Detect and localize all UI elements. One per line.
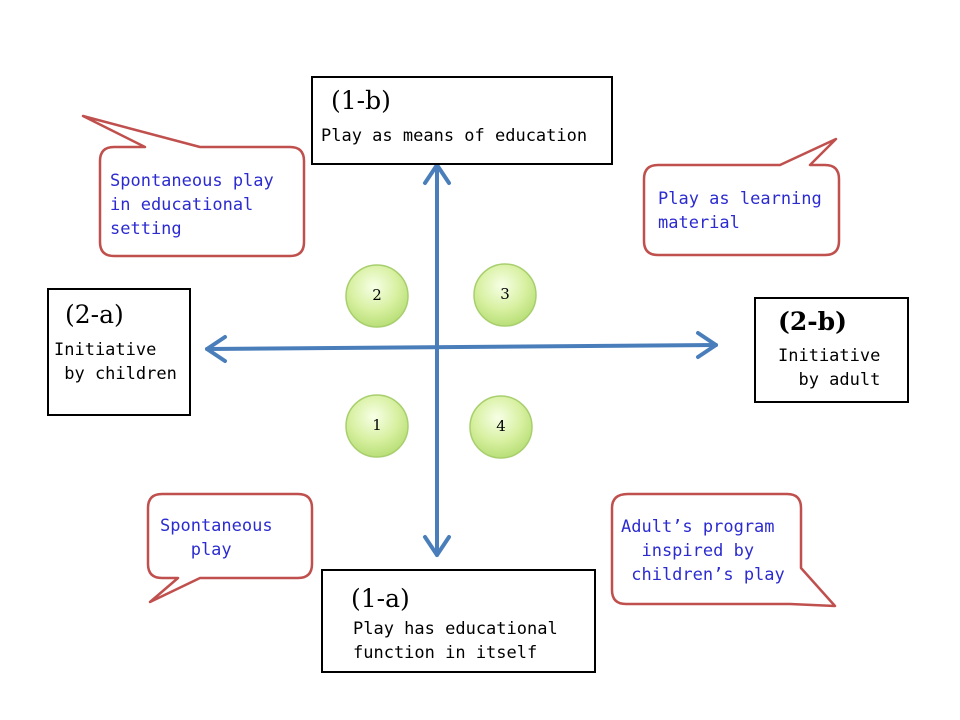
right-axis-text-line-2: by adult	[778, 370, 881, 390]
bubble-top-left-line-1: Spontaneous play	[110, 171, 274, 191]
bubble-top-left-line-3: setting	[110, 219, 182, 239]
bubble-bottom-right-shape	[610, 492, 837, 608]
quadrant-circle-4	[469, 395, 533, 459]
bubble-top-left-shape	[81, 114, 306, 258]
quadrant-label-3: 3	[500, 285, 510, 303]
right-axis-code: (2-b)	[778, 307, 847, 336]
arrow-head-left	[205, 335, 227, 363]
left-axis-text-line-1: Initiative	[54, 340, 157, 360]
axis-arrows	[205, 163, 718, 557]
left-axis-code: (2-a)	[65, 300, 124, 329]
bubble-top-right-shape	[642, 137, 841, 257]
quadrant-circle-3	[473, 263, 537, 327]
quadrant-label-2: 2	[372, 286, 382, 304]
top-axis-box: (1-b) Play as means of education	[311, 76, 613, 165]
quadrant-label-1: 1	[372, 416, 382, 434]
bubble-bottom-left-shape	[146, 492, 314, 604]
bubble-bottom-left-line-1: Spontaneous	[160, 516, 273, 536]
left-axis-box: (2-a) Initiative by children	[47, 288, 191, 416]
bubble-bottom-left-line-2: play	[160, 540, 232, 560]
quadrant-circle-2	[345, 264, 409, 328]
horizontal-axis-line	[205, 343, 718, 351]
bubble-top-right-line-1: Play as learning	[658, 189, 822, 209]
bottom-axis-text-line-2: function in itself	[353, 643, 538, 663]
quadrant-label-4: 4	[496, 417, 506, 435]
left-axis-text-line-2: by children	[54, 364, 177, 384]
top-axis-code: (1-b)	[331, 86, 391, 115]
arrow-head-right	[696, 331, 718, 359]
bubble-bottom-right-line-3: children’s play	[621, 565, 785, 585]
top-axis-text: Play as means of education	[321, 126, 588, 146]
bubble-top-right-line-2: material	[658, 213, 740, 233]
bottom-axis-text-line-1: Play has educational	[353, 619, 558, 639]
bubble-bottom-right-line-2: inspired by	[621, 541, 755, 561]
right-axis-box: (2-b) Initiative by adult	[754, 297, 909, 403]
bottom-axis-code: (1-a)	[351, 584, 410, 613]
bubble-bottom-right-line-1: Adult’s program	[621, 517, 775, 537]
bottom-axis-box: (1-a) Play has educational function in i…	[321, 569, 596, 673]
right-axis-text-line-1: Initiative	[778, 346, 881, 366]
arrow-head-up	[423, 163, 451, 185]
arrow-head-down	[423, 535, 451, 557]
bubble-top-left-line-2: in educational	[110, 195, 254, 215]
quadrant-circle-1	[345, 394, 409, 458]
